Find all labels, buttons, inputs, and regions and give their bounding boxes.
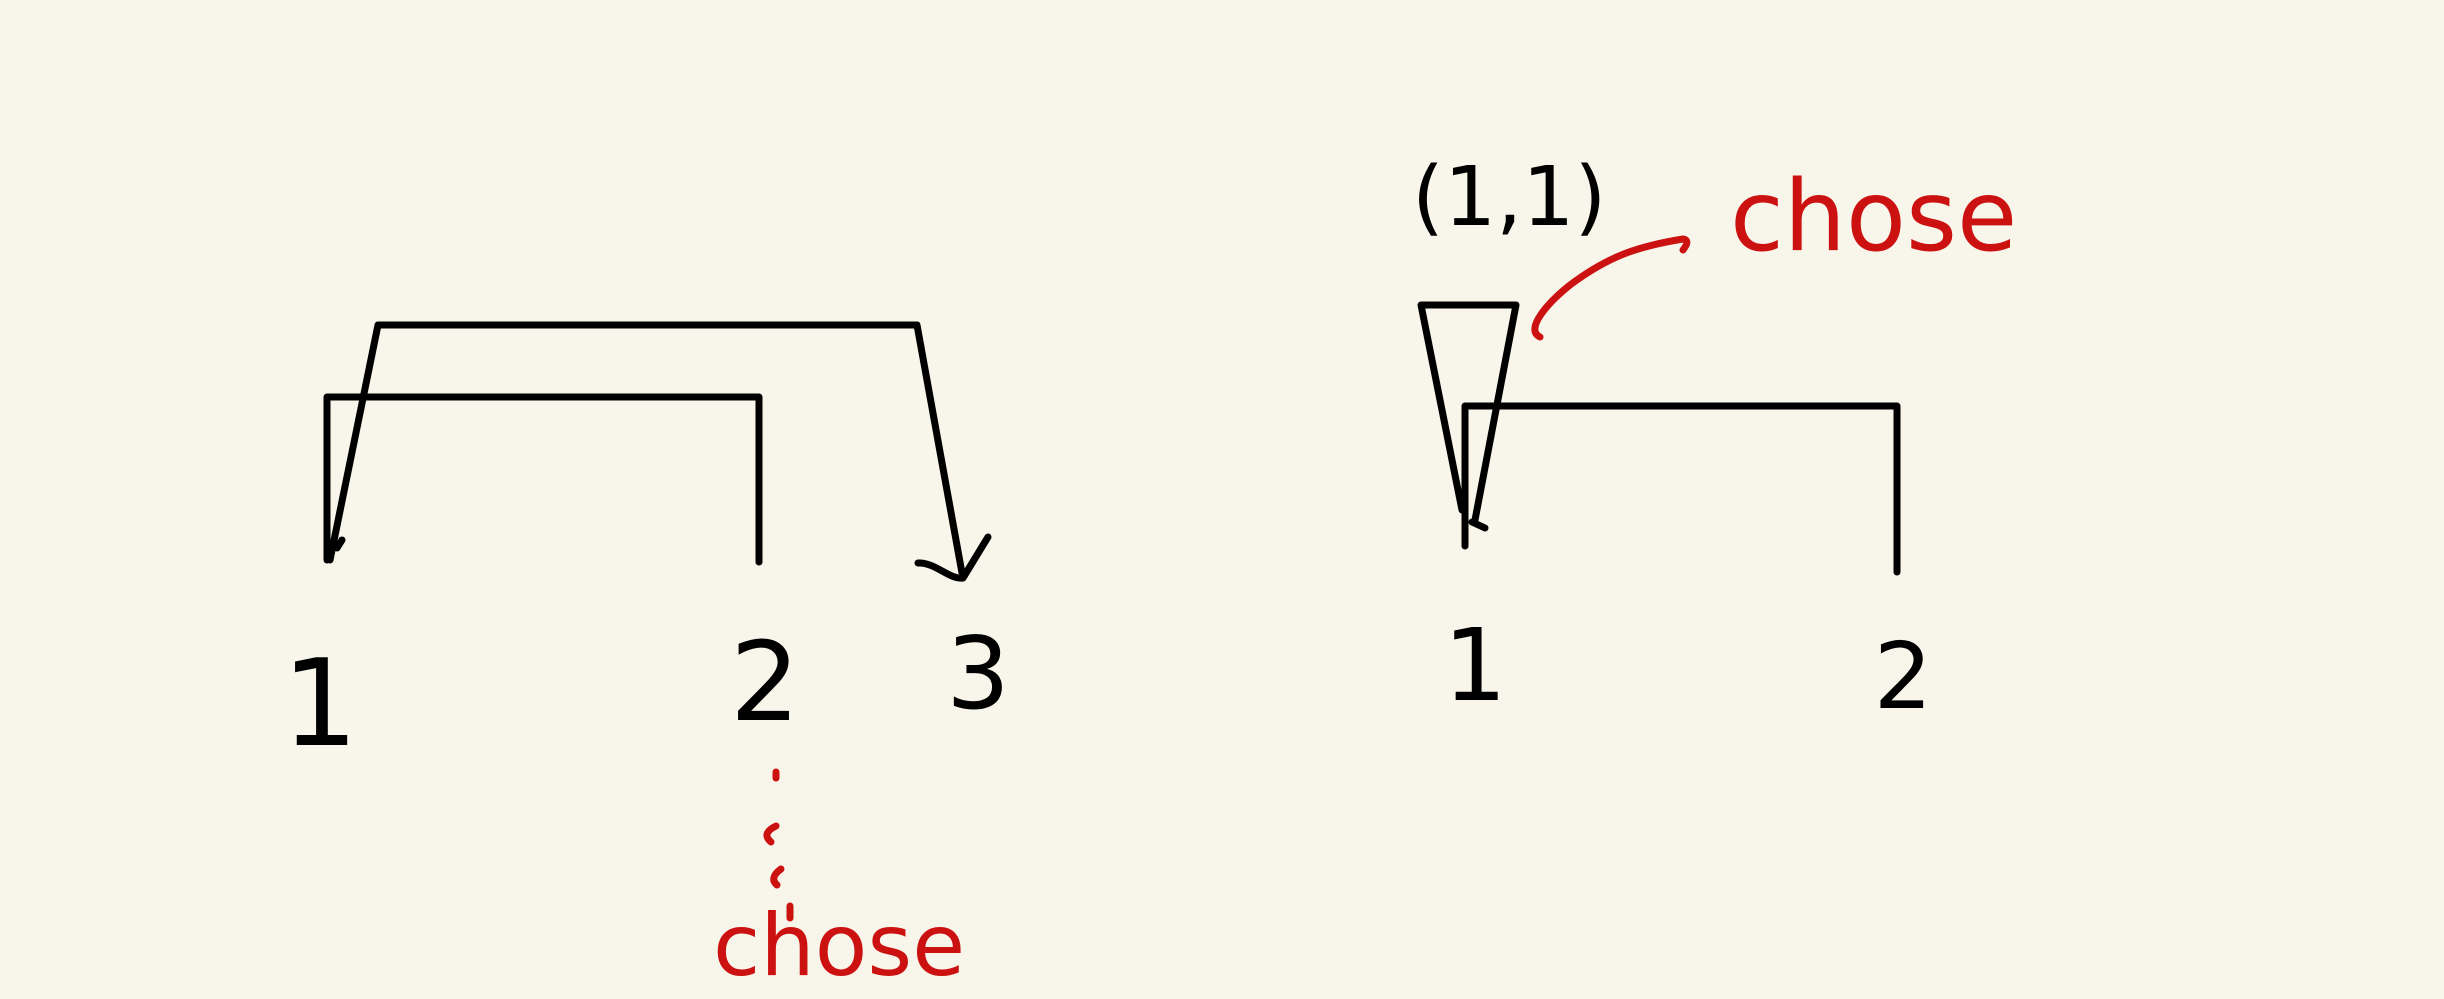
left-arrow-1-3 xyxy=(326,321,966,577)
right-annotation-pointer xyxy=(1531,235,1691,341)
left-bracket-1-2-tick xyxy=(333,536,346,552)
left-node-2-label: 2 xyxy=(730,618,800,746)
right-node-1-label: 1 xyxy=(1443,607,1507,724)
left-node-3-label: 3 xyxy=(946,615,1010,732)
right-self-loop-tick xyxy=(1468,518,1489,532)
left-bracket-1-2 xyxy=(323,393,763,566)
left-arrow-1-3-head xyxy=(914,533,992,582)
left-chose-annotation: chose xyxy=(713,896,965,996)
right-node-2-label: 2 xyxy=(1874,623,1933,730)
left-node-1-label: 1 xyxy=(282,635,358,774)
right-self-loop-label: (1,1) xyxy=(1412,150,1606,245)
right-diagram: (1,1) chose 1 2 xyxy=(1412,150,2017,730)
left-diagram: 1 2 3 chose xyxy=(282,321,1010,996)
left-dotted-pointer xyxy=(763,768,794,922)
right-chose-annotation: chose xyxy=(1730,160,2017,274)
right-self-loop xyxy=(1417,301,1520,524)
right-bracket-1-2 xyxy=(1461,402,1901,576)
